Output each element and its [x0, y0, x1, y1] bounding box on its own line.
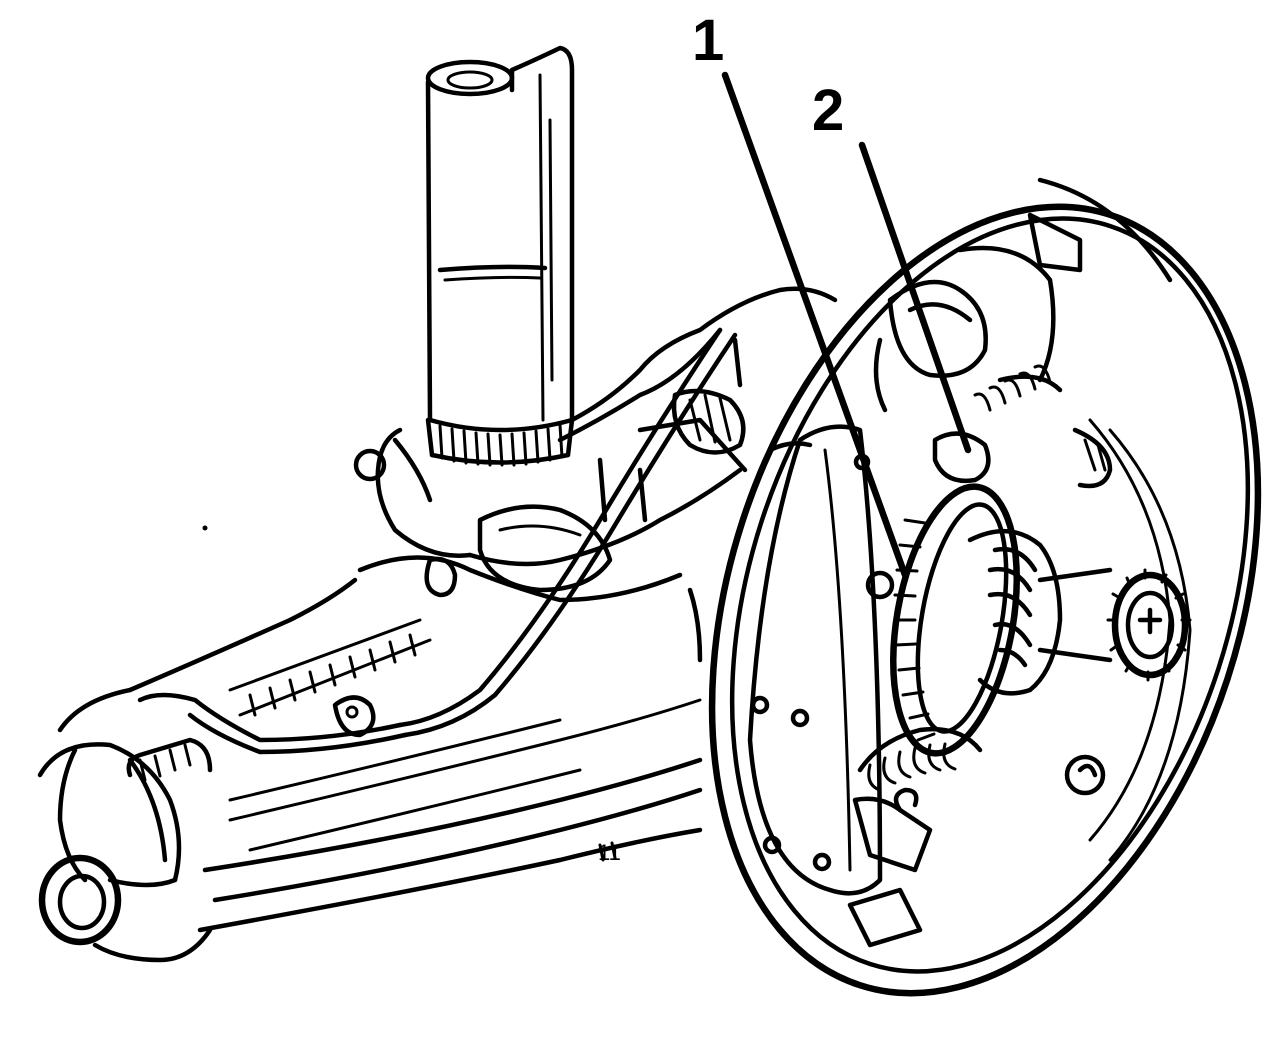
axle-end	[37, 737, 213, 963]
callout-1-leader	[721, 71, 909, 579]
callout-2-label: 2	[812, 78, 844, 143]
strut-tube	[425, 45, 575, 433]
housing-marking: 11	[598, 840, 621, 865]
callout-1-label: 1	[692, 8, 724, 73]
lower-spring-assembly	[847, 727, 983, 948]
brake-shoes	[747, 245, 1192, 896]
upper-spring-assembly	[873, 279, 1113, 489]
brake-line	[137, 327, 738, 755]
speck	[202, 525, 208, 531]
toothed-ring	[865, 483, 1020, 757]
strut-collar	[425, 417, 575, 467]
hub-shaft	[967, 528, 1192, 796]
differential-housing	[353, 286, 838, 593]
callout-2-leader	[858, 141, 972, 454]
axle-tube	[57, 555, 703, 933]
brake-backing-plate	[708, 177, 1262, 997]
